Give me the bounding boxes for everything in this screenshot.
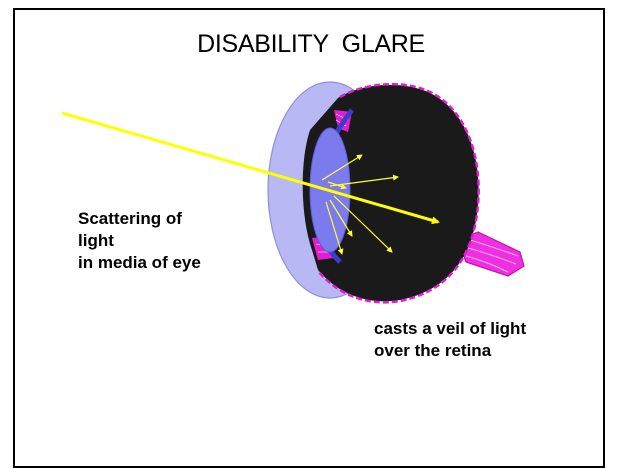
scattering-caption-line: Scattering of [78,208,201,230]
veil-caption-line: over the retina [374,340,526,362]
scattering-caption: Scattering of light in media of eye [78,208,201,274]
veil-caption-line: casts a veil of light [374,318,526,340]
veil-caption: casts a veil of light over the retina [374,318,526,362]
scattering-caption-line: in media of eye [78,252,201,274]
scattering-caption-line: light [78,230,201,252]
